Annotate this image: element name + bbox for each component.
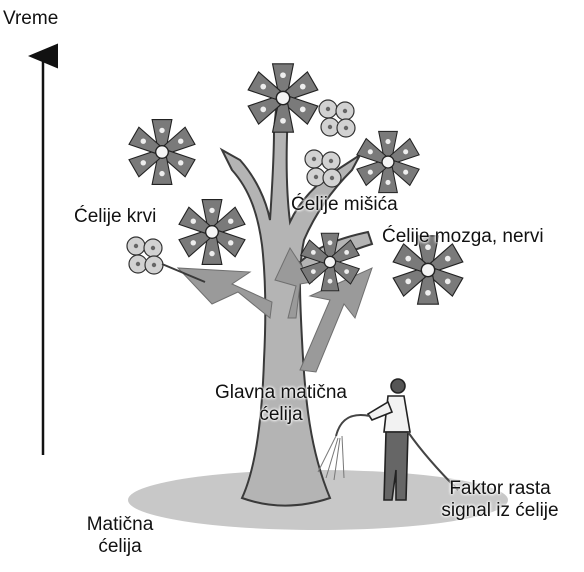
label-stem-cell-line1: Matična — [60, 514, 180, 536]
label-main-stem-cell-line1: Glavna matična — [196, 382, 366, 404]
cell-cluster-blood — [127, 237, 163, 274]
label-stem-cell-line2: ćelija — [60, 536, 180, 558]
label-growth-factor-line2: signal iz ćelije — [420, 500, 580, 522]
flower-upper-right — [357, 131, 419, 192]
axis-label-time: Vreme — [3, 8, 58, 30]
flower-left — [179, 200, 245, 265]
flower-top — [248, 64, 318, 132]
label-brain-nerve-cells: Ćelije mozga, nervi — [382, 226, 544, 248]
label-growth-factor-line1: Faktor rasta — [420, 478, 580, 500]
label-main-stem-cell-line2: ćelija — [196, 404, 366, 426]
cell-cluster-muscle-mid — [305, 150, 341, 187]
label-main-stem-cell: Glavna matična ćelija — [196, 382, 366, 426]
label-growth-factor: Faktor rasta signal iz ćelije — [420, 478, 580, 522]
flower-upper-left — [129, 120, 195, 185]
cell-cluster-muscle-top — [319, 100, 355, 137]
label-muscle-cells: Ćelije mišića — [291, 194, 398, 216]
label-stem-cell: Matična ćelija — [60, 514, 180, 558]
label-blood-cells: Ćelije krvi — [74, 206, 156, 228]
